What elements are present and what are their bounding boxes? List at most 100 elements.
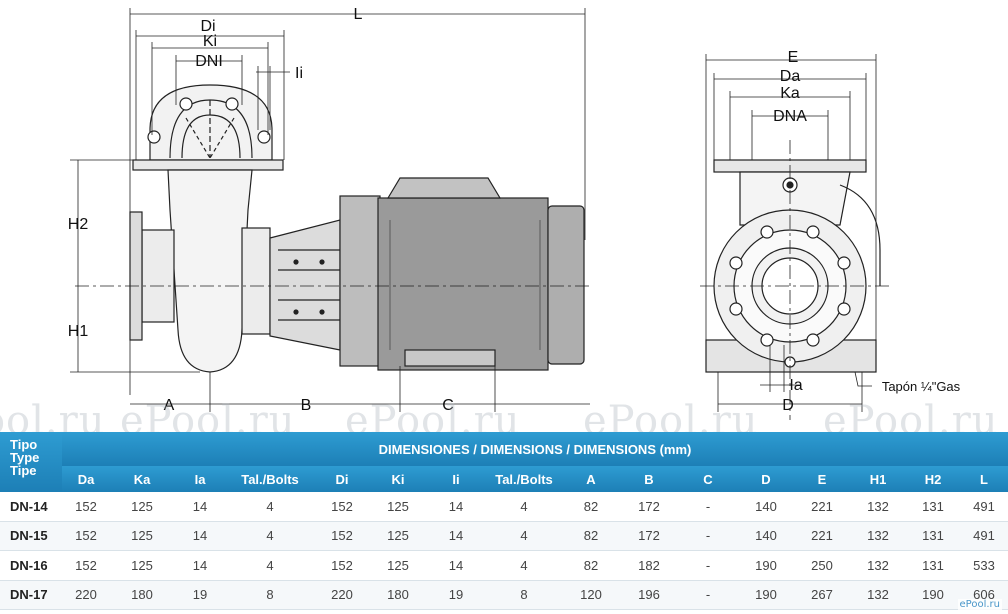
value-cell: 132 xyxy=(850,492,906,522)
label-e: E xyxy=(788,49,799,66)
value-cell: - xyxy=(678,521,738,551)
value-cell: 172 xyxy=(620,492,678,522)
column-header: Ii xyxy=(426,466,486,492)
value-cell: - xyxy=(678,550,738,581)
model-cell: DN-17 xyxy=(0,580,62,610)
column-header: E xyxy=(794,466,850,492)
label-ia: Ia xyxy=(789,377,802,394)
label-ki: Ki xyxy=(203,33,217,50)
side-dimensions xyxy=(70,8,590,412)
header-title: DIMENSIONES / DIMENSIONS / DIMENSIONS (m… xyxy=(62,432,1008,466)
value-cell: 221 xyxy=(794,521,850,551)
pump-body xyxy=(129,169,271,373)
value-cell: 8 xyxy=(486,580,562,610)
value-cell: 190 xyxy=(738,580,794,610)
value-cell: 14 xyxy=(174,521,226,551)
value-cell: 4 xyxy=(486,550,562,581)
label-dni: DNI xyxy=(195,53,223,70)
label-b: B xyxy=(301,397,312,414)
front-dimensions xyxy=(705,54,877,412)
value-cell: 250 xyxy=(794,550,850,581)
brand-logo: ePool.ru xyxy=(957,599,1002,610)
column-header: Tal./Bolts xyxy=(226,466,314,492)
label-a: A xyxy=(164,397,175,414)
value-cell: 190 xyxy=(906,580,960,610)
value-cell: 14 xyxy=(174,550,226,581)
value-cell: 221 xyxy=(794,492,850,522)
label-da: Da xyxy=(780,68,801,85)
value-cell: 140 xyxy=(738,492,794,522)
value-cell: 82 xyxy=(562,521,620,551)
label-ka: Ka xyxy=(780,85,800,102)
model-cell: DN-16 xyxy=(0,550,62,581)
value-cell: 131 xyxy=(906,492,960,522)
value-cell: 19 xyxy=(174,580,226,610)
model-cell: DN-15 xyxy=(0,521,62,551)
value-cell: 152 xyxy=(314,492,370,522)
model-cell: DN-14 xyxy=(0,492,62,522)
value-cell: 4 xyxy=(486,492,562,522)
value-cell: 132 xyxy=(850,580,906,610)
column-header: A xyxy=(562,466,620,492)
bracket xyxy=(269,219,341,351)
column-header: L xyxy=(960,466,1008,492)
value-cell: 220 xyxy=(62,580,110,610)
value-cell: 132 xyxy=(850,521,906,551)
label-dna: DNA xyxy=(773,108,807,125)
motor xyxy=(339,177,585,371)
header-type-text: Tipo Type Tipe xyxy=(10,437,40,478)
label-h2: H2 xyxy=(68,216,89,233)
column-header: B xyxy=(620,466,678,492)
column-header: Da xyxy=(62,466,110,492)
value-cell: - xyxy=(678,492,738,522)
value-cell: 125 xyxy=(110,492,174,522)
value-cell: 8 xyxy=(226,580,314,610)
value-cell: 125 xyxy=(370,521,426,551)
value-cell: 172 xyxy=(620,521,678,551)
pump-technical-drawing: Di Ki DNI Ii L H2 H1 A B C E Da Ka DNA I… xyxy=(68,6,961,420)
label-c: C xyxy=(442,397,454,414)
value-cell: 140 xyxy=(738,521,794,551)
label-di: Di xyxy=(200,18,215,35)
value-cell: 125 xyxy=(110,521,174,551)
value-cell: - xyxy=(678,580,738,610)
value-cell: 125 xyxy=(370,550,426,581)
column-header: Di xyxy=(314,466,370,492)
value-cell: 491 xyxy=(960,521,1008,551)
value-cell: 125 xyxy=(110,550,174,581)
value-cell: 4 xyxy=(226,550,314,581)
dimensions-table: Tipo Type Tipe DIMENSIONES / DIMENSIONS … xyxy=(0,432,1008,610)
front-view xyxy=(700,140,890,420)
value-cell: 267 xyxy=(794,580,850,610)
column-header: Tal./Bolts xyxy=(486,466,562,492)
label-l: L xyxy=(354,6,363,23)
label-d: D xyxy=(782,397,794,414)
discharge-flange xyxy=(132,84,284,171)
value-cell: 131 xyxy=(906,550,960,581)
label-h1: H1 xyxy=(68,323,89,340)
value-cell: 182 xyxy=(620,550,678,581)
value-cell: 152 xyxy=(314,550,370,581)
column-header: Ka xyxy=(110,466,174,492)
value-cell: 491 xyxy=(960,492,1008,522)
column-header: H2 xyxy=(906,466,960,492)
value-cell: 4 xyxy=(226,492,314,522)
label-plug: Tapón ¼"Gas xyxy=(882,379,961,394)
value-cell: 14 xyxy=(174,492,226,522)
value-cell: 14 xyxy=(426,550,486,581)
column-header: D xyxy=(738,466,794,492)
column-header: H1 xyxy=(850,466,906,492)
value-cell: 220 xyxy=(314,580,370,610)
value-cell: 125 xyxy=(370,492,426,522)
value-cell: 152 xyxy=(314,521,370,551)
value-cell: 82 xyxy=(562,492,620,522)
column-header: Ia xyxy=(174,466,226,492)
column-header: C xyxy=(678,466,738,492)
value-cell: 152 xyxy=(62,550,110,581)
header-type: Tipo Type Tipe xyxy=(0,432,62,492)
